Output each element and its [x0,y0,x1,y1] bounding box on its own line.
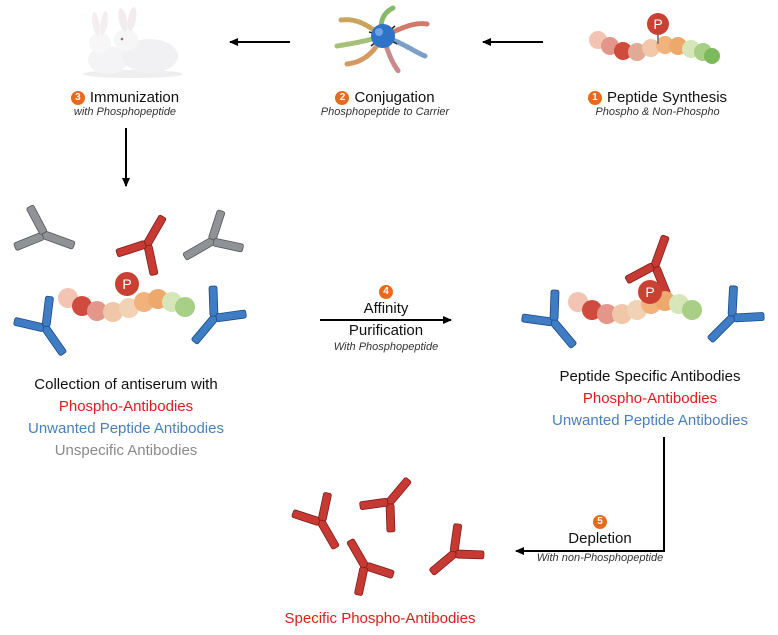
final-result-caption: Specific Phospho-Antibodies [240,608,520,630]
unspecific-antibody-1 [10,202,83,270]
arrow-depletion [515,437,665,555]
step-number-3: 3 [70,91,85,105]
step-conjugation: 2 Conjugation Phosphopeptide to Carrier [300,89,470,118]
unspecific-antibody-2 [171,206,248,279]
specific-antibodies-illustration [288,464,489,600]
carrier-conjugate-illustration [334,5,430,75]
step-peptide-synthesis-subtitle: Phospho & Non-Phospho [595,106,720,118]
rabbit-right-body [122,39,178,73]
svg-text:P: P [645,284,654,300]
step-affinity-subtitle: With Phosphopeptide [333,341,439,353]
phospho-group-icon [647,13,669,35]
peptide-specific-unwanted-antibodies: Unwanted Peptide Antibodies [552,412,748,429]
step-immunization: 3 Immunization with Phosphopeptide [40,89,210,118]
step-depletion-title: Depletion [568,530,632,547]
step-number-2: 2 [335,91,350,105]
step-number-1: 1 [587,91,602,105]
step-immunization-subtitle: with Phosphopeptide [73,106,177,118]
antiserum-cluster-illustration: P [9,202,251,369]
unwanted-antibody-2 [174,281,251,359]
step-conjugation-subtitle: Phosphopeptide to Carrier [320,106,450,118]
step-number-4: 4 [379,285,393,299]
step-depletion-subtitle: With non-Phosphopeptide [536,552,664,564]
step-number-5: 5 [593,515,607,529]
phospho-group-icon [115,272,139,296]
phospho-group-icon [638,280,662,304]
antiserum-phospho-antibodies: Phospho-Antibodies [58,398,194,415]
peptide-specific-heading: Peptide Specific Antibodies [559,368,741,385]
step-depletion: 5 Depletion With non-Phosphopeptide [525,511,675,564]
specific-antibody-1 [288,488,357,560]
rabbits-illustration [83,7,183,78]
step-conjugation-title: Conjugation [354,89,435,106]
step-affinity-purification: 4 Affinity Purification With Phosphopept… [306,281,466,353]
unwanted-antibody-4 [692,281,769,358]
step-peptide-synthesis-title: Peptide Synthesis [606,89,728,106]
step-affinity-title-line2: Purification [348,322,424,339]
antiserum-unwanted-antibodies: Unwanted Peptide Antibodies [28,420,224,437]
rabbit-left-body [88,46,128,74]
specific-antibody-4 [416,519,489,591]
antiserum-heading: Collection of antiserum with [34,376,218,393]
antiserum-caption: Collection of antiserum with Phospho-Ant… [0,374,252,462]
phospho-antibody-1 [112,203,185,280]
step-immunization-title: Immunization [89,89,180,106]
peptide-specific-caption: Peptide Specific Antibodies Phospho-Anti… [524,366,776,432]
specific-phospho-antibodies-label: Specific Phospho-Antibodies [284,610,476,627]
carrier-protein-sphere [371,24,395,48]
step-affinity-title-line1: Affinity [363,300,409,317]
specific-antibody-3 [329,528,398,600]
antiserum-unspecific-antibodies: Unspecific Antibodies [54,442,198,459]
peptide-chain-illustration: P [589,13,720,64]
peptide-specific-phospho-antibodies: Phospho-Antibodies [582,390,718,407]
svg-text:P: P [122,276,131,292]
step-peptide-synthesis: 1 Peptide Synthesis Phospho & Non-Phospho [570,89,745,118]
peptide-specific-cluster-illustration: P [517,227,769,363]
svg-text:P: P [653,16,662,32]
